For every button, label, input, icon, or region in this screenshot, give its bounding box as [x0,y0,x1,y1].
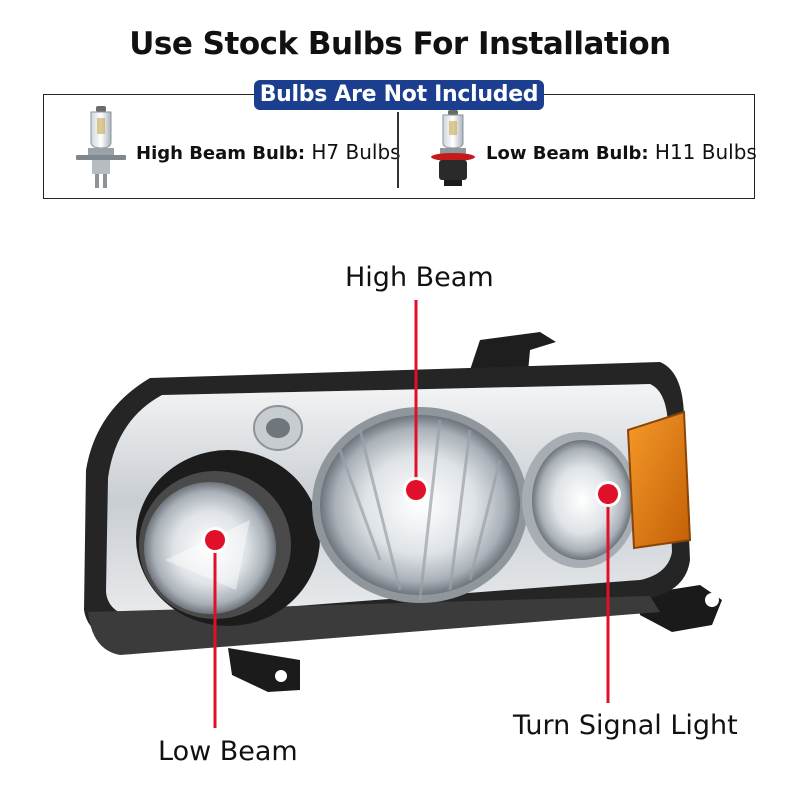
low-beam-bulb-value: H11 Bulbs [654,140,757,164]
high-beam-bulb-value: H7 Bulbs [311,140,401,164]
low-beam-callout: Low Beam [158,736,298,767]
bulb-divider [397,112,399,188]
high-beam-bulb-label: High Beam Bulb: H7 Bulbs [136,140,401,164]
h7-bulb-icon [76,106,126,188]
high-beam-bulb-title: High Beam Bulb: [136,143,306,164]
h11-bulb-icon [431,110,475,186]
page-title: Use Stock Bulbs For Installation [129,26,671,62]
bulbs-not-included-badge: Bulbs Are Not Included [254,80,544,110]
high-beam-callout: High Beam [345,262,494,293]
low-beam-bulb-label: Low Beam Bulb: H11 Bulbs [486,140,757,164]
low-beam-bulb-title: Low Beam Bulb: [486,143,649,164]
bulb-info-box [43,94,755,199]
turn-signal-callout: Turn Signal Light [513,710,738,741]
